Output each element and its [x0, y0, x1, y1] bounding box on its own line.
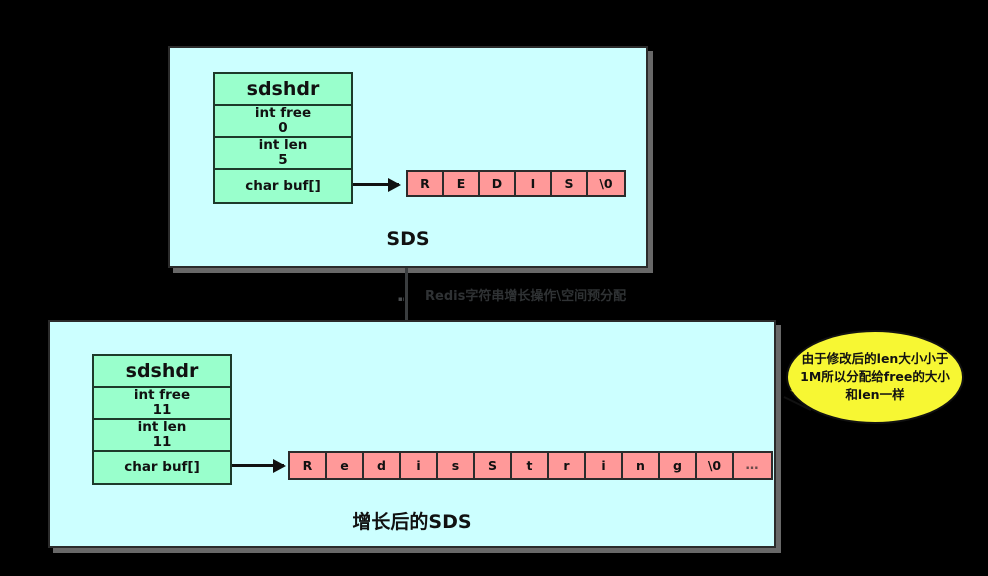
field-value: 0	[278, 120, 288, 136]
buffer-cell: …	[745, 458, 760, 473]
field-value: 11	[152, 402, 172, 418]
buf-pointer-arrow-original	[353, 177, 401, 192]
struct-field-len: int len 11	[94, 420, 230, 452]
callout-text: 由于修改后的len大小小于1M所以分配给free的大小和len一样	[800, 351, 950, 403]
buffer-cell: t	[512, 453, 549, 478]
struct-title: sdshdr	[94, 356, 230, 388]
buffer-cell: R	[290, 453, 327, 478]
buffer-cell: S	[475, 453, 512, 478]
buffer-cell: R	[408, 172, 444, 195]
buffer-cell: \0	[697, 453, 734, 478]
flow-connector-line	[405, 268, 408, 320]
buffer-cell: n	[623, 453, 660, 478]
sdshdr-struct-grown: sdshdr int free 11 int len 11 char buf[]	[92, 354, 232, 485]
buffer-cell: S	[552, 172, 588, 195]
field-name: int free	[254, 105, 312, 122]
panel-caption-original: SDS	[386, 228, 430, 250]
field-value: 5	[278, 152, 288, 168]
buffer-cell: i	[586, 453, 623, 478]
struct-field-buf: char buf[]	[124, 459, 200, 476]
struct-field-free: int free 0	[215, 106, 351, 138]
callout-bubble-group: 由于修改后的len大小小于1M所以分配给free的大小和len一样	[783, 330, 964, 434]
buffer-cell: \0	[599, 176, 613, 191]
buffer-cell: I	[516, 172, 552, 195]
buffer-cell: D	[480, 172, 516, 195]
callout-bubble	[786, 330, 964, 424]
field-name: int free	[133, 387, 191, 404]
struct-field-buf: char buf[]	[245, 177, 321, 194]
buf-pointer-arrow-grown	[232, 458, 286, 473]
buffer-cell: d	[364, 453, 401, 478]
field-name: int len	[137, 419, 187, 436]
sdshdr-struct-original: sdshdr int free 0 int len 5 char buf[]	[213, 72, 353, 204]
field-value: 11	[152, 434, 172, 450]
buffer-cell: e	[327, 453, 364, 478]
buffer-cell: i	[401, 453, 438, 478]
flow-connector-tick: ▪▪▪	[398, 297, 404, 303]
panel-caption-grown: 增长后的SDS	[352, 511, 472, 533]
buffer-cell: s	[438, 453, 475, 478]
struct-field-free: int free 11	[94, 388, 230, 420]
field-name: int len	[258, 137, 308, 154]
buffer-cell: r	[549, 453, 586, 478]
buffer-cell: E	[444, 172, 480, 195]
struct-title: sdshdr	[215, 74, 351, 106]
flow-label: Redis字符串增长操作\空间预分配	[425, 289, 627, 304]
struct-field-len: int len 5	[215, 138, 351, 170]
buffer-cell: g	[660, 453, 697, 478]
